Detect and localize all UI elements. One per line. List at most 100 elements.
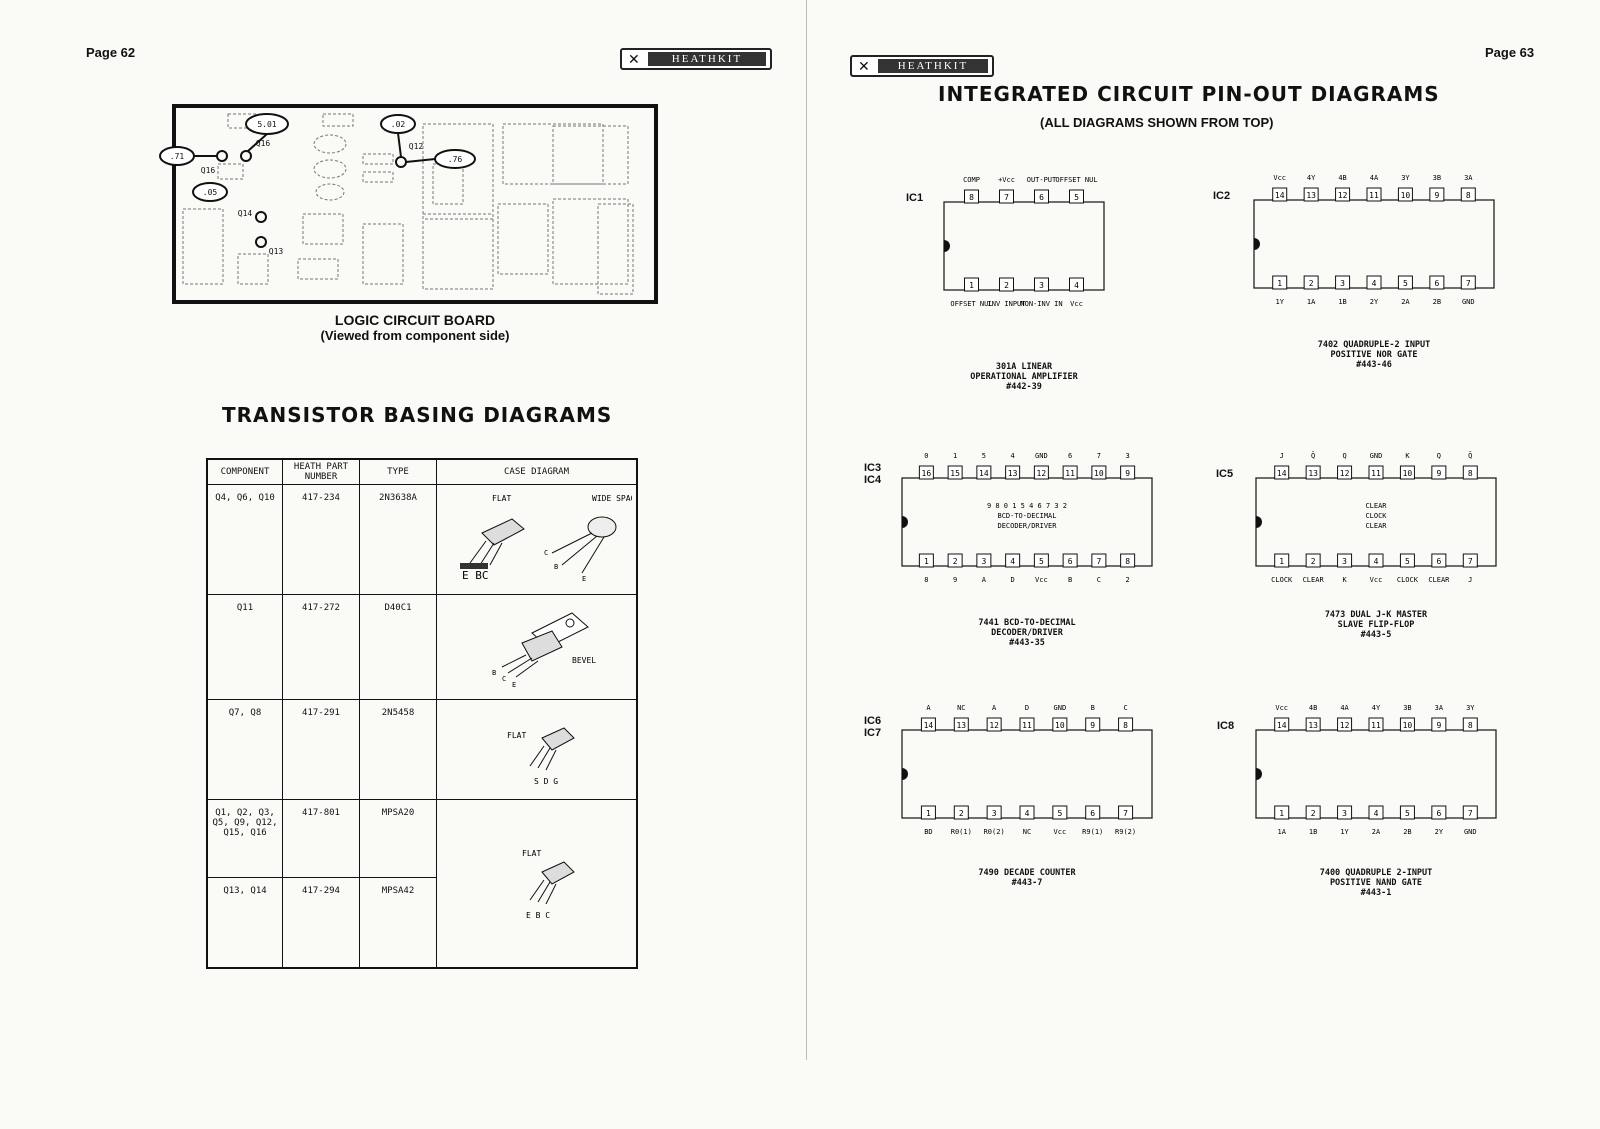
transistor-basing-title: TRANSISTOR BASING DIAGRAMS — [222, 403, 613, 427]
pin-label: GND — [1054, 704, 1067, 712]
pin-label: CLOCK — [1271, 576, 1293, 584]
pin-number: 5 — [1403, 279, 1408, 288]
pin-box — [1429, 275, 1445, 290]
ic-package-diagram: 14Vcc11Y134Y21A124B31B114A42Y103Y52A93B6… — [1253, 174, 1495, 306]
pin-box — [947, 465, 963, 480]
pin-number: 9 — [1434, 191, 1439, 200]
pin-box — [1431, 805, 1447, 820]
page-number-left: Page 62 — [86, 45, 136, 60]
pin-label: 0 — [924, 452, 928, 460]
pin-number: 1 — [924, 557, 929, 566]
pin-box — [1019, 805, 1035, 820]
pin-number: 2 — [959, 809, 964, 818]
pin-number: 13 — [1306, 191, 1316, 200]
to92-case-icon: FLAT E B C — [522, 849, 575, 920]
ic-pinout-subtitle: (ALL DIAGRAMS SHOWN FROM TOP) — [1040, 115, 1274, 130]
logo-text: HEATHKIT — [648, 52, 766, 66]
pin-label: A — [926, 704, 931, 712]
ic-notch — [902, 516, 908, 528]
pin-box — [1062, 553, 1078, 568]
pin-number: 7 — [1468, 557, 1473, 566]
pin-label: A — [982, 576, 987, 584]
cell-case-diagram: FLAT WIDE SPACE E BC C B E — [436, 484, 640, 595]
pin-label: 1B — [1338, 298, 1346, 306]
pin-box — [1337, 717, 1353, 732]
board-caption-subtitle: (Viewed from component side) — [320, 328, 510, 343]
pin-number: 15 — [950, 469, 960, 478]
page-number-right: Page 63 — [1485, 45, 1535, 60]
pin-number: 8 — [1468, 721, 1473, 730]
pin-number: 13 — [956, 721, 966, 730]
pin-number: 2 — [1311, 809, 1316, 818]
pin-number: 7 — [1466, 279, 1471, 288]
pin-label: INV INPUT — [988, 300, 1027, 308]
pin-box — [1368, 553, 1384, 568]
ic-package-diagram: 16018151291453A1344D12GND5Vcc1166B1077C9… — [901, 452, 1153, 584]
pin-number: 9 — [1125, 469, 1130, 478]
pin-number: 12 — [989, 721, 999, 730]
logic-circuit-board-drawing: .71 5.01 .05 .02 .76 Q16 Q16 Q14 Q13 Q12 — [159, 104, 658, 304]
label-flat: FLAT — [492, 494, 511, 503]
pin-number: 6 — [1436, 557, 1441, 566]
table-row: Q7, Q8 417-291 2N5458 FLAT S D G — [206, 699, 638, 800]
pin-number: 9 — [1090, 721, 1095, 730]
label-bevel: BEVEL — [572, 656, 596, 665]
table-header-row: COMPONENT HEATH PART NUMBER TYPE CASE DI… — [206, 458, 638, 485]
pin-number: 8 — [1466, 191, 1471, 200]
pin-number: 14 — [1277, 721, 1287, 730]
ic-caption-line: #443-46 — [1356, 360, 1392, 370]
pin-label: GND — [1462, 298, 1475, 306]
pin-number: 11 — [1371, 469, 1381, 478]
pin-box — [999, 189, 1014, 204]
label-flat: FLAT — [507, 731, 526, 740]
pin-number: 4 — [1372, 279, 1377, 288]
pin-number: 2 — [1004, 281, 1009, 290]
pin-label: 4A — [1370, 174, 1379, 182]
pin-label: 3Y — [1401, 174, 1410, 182]
label-q16-b: Q16 — [256, 139, 271, 148]
pin-label: K — [1342, 576, 1347, 584]
pin-label: 2Y — [1435, 828, 1444, 836]
ic-inner-label: 9 8 0 1 5 4 6 7 3 2 — [987, 502, 1067, 510]
pin-box — [1085, 805, 1101, 820]
pin-number: 10 — [1401, 191, 1411, 200]
pin-label: 4B — [1338, 174, 1346, 182]
cell-type: MPSA20 — [359, 799, 437, 878]
pin-number: 14 — [979, 469, 989, 478]
pin-box — [1120, 553, 1136, 568]
pin-box — [1431, 465, 1447, 480]
pin-number: 14 — [1275, 191, 1285, 200]
pin-number: 2 — [1309, 279, 1314, 288]
pin-number: 14 — [924, 721, 934, 730]
callout-005: .05 — [203, 188, 218, 197]
pin-box — [1091, 465, 1107, 480]
pin-number: 2 — [953, 557, 958, 566]
cell-component: Q1, Q2, Q3, Q5, Q9, Q12, Q15, Q16 — [206, 799, 283, 878]
pin-label: Vcc — [1370, 576, 1383, 584]
pin-label: 2Y — [1370, 298, 1379, 306]
ic-inner-label: CLOCK — [1365, 512, 1387, 520]
pin-box — [1274, 465, 1290, 480]
heathkit-logo-left: ✕ HEATHKIT — [620, 48, 772, 70]
pin-box — [918, 465, 934, 480]
pin-label: Q — [1437, 452, 1441, 460]
pin-box — [1335, 275, 1351, 290]
cell-component: Q4, Q6, Q10 — [206, 484, 283, 595]
label-q16-a: Q16 — [201, 166, 216, 175]
pin-label: 1Y — [1340, 828, 1349, 836]
pin-label: NON-INV IN — [1020, 300, 1062, 308]
pin-box — [1337, 465, 1353, 480]
ic-notch — [944, 240, 950, 252]
ic-body — [901, 729, 1153, 819]
pin-number: 12 — [1340, 469, 1350, 478]
cell-part: 417-291 — [282, 699, 360, 800]
pin-box — [1366, 187, 1382, 202]
ic-notch — [902, 768, 908, 780]
pin-label: 1B — [1309, 828, 1317, 836]
pin-number: 3 — [992, 809, 997, 818]
pin-box — [1431, 717, 1447, 732]
callout-501: 5.01 — [257, 120, 276, 129]
pin-label: R0(1) — [951, 828, 972, 836]
header-component: COMPONENT — [206, 458, 283, 485]
pin-box — [999, 277, 1014, 292]
